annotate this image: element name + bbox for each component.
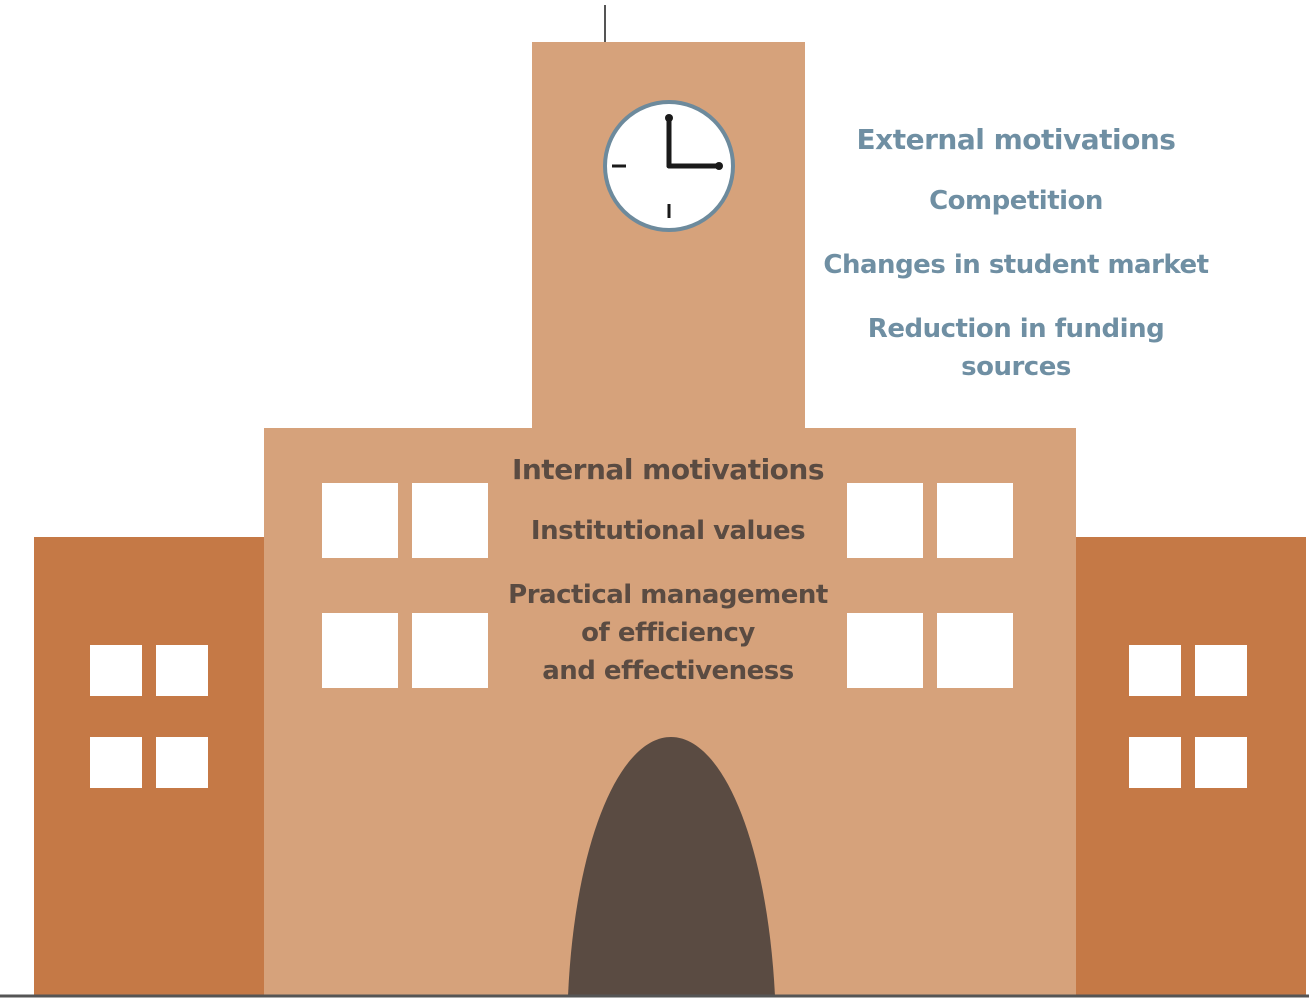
- window: [847, 613, 923, 688]
- external-motivations-heading: External motivations: [856, 123, 1176, 156]
- external-item-line: Changes in student market: [823, 250, 1209, 280]
- window: [156, 737, 208, 788]
- window: [847, 483, 923, 558]
- internal-motivations-panel: Internal motivations Institutional value…: [467, 448, 869, 716]
- external-item-line: sources: [961, 352, 1071, 382]
- window: [90, 737, 142, 788]
- right-wing: [1074, 537, 1306, 996]
- window: [937, 483, 1013, 558]
- window: [322, 613, 398, 688]
- external-item-funding: Reduction in funding sources: [820, 310, 1212, 386]
- external-item-student-market: Changes in student market: [820, 246, 1212, 284]
- window: [1195, 737, 1247, 788]
- internal-item-line: of efficiency: [581, 618, 755, 648]
- window: [90, 645, 142, 696]
- right-wing-windows: [1129, 645, 1247, 788]
- internal-item-line: Institutional values: [530, 516, 806, 546]
- window: [1129, 645, 1181, 696]
- internal-item-line: and effectiveness: [542, 656, 794, 686]
- window: [412, 483, 488, 558]
- left-wing: [34, 537, 266, 996]
- internal-item-management: Practical management of efficiency and e…: [467, 576, 869, 690]
- external-item-line: Reduction in funding: [867, 314, 1165, 344]
- arched-door-icon: [568, 737, 775, 996]
- window: [322, 483, 398, 558]
- internal-item-line: Practical management: [508, 580, 828, 610]
- window: [1195, 645, 1247, 696]
- clock-icon: [603, 100, 735, 232]
- external-motivations-panel: External motivations Competition Changes…: [820, 118, 1212, 412]
- external-item-competition: Competition: [820, 182, 1212, 220]
- main-left-windows: [322, 483, 488, 688]
- clock-hand-tip: [665, 114, 673, 122]
- internal-motivations-list: Institutional values Practical managemen…: [467, 512, 869, 690]
- window: [1129, 737, 1181, 788]
- clock-hand-tip: [715, 162, 723, 170]
- window: [937, 613, 1013, 688]
- left-wing-windows: [90, 645, 208, 788]
- external-item-line: Competition: [929, 186, 1103, 216]
- window: [156, 645, 208, 696]
- window: [412, 613, 488, 688]
- main-right-windows: [847, 483, 1013, 688]
- internal-item-values: Institutional values: [467, 512, 869, 550]
- internal-motivations-heading: Internal motivations: [511, 453, 825, 486]
- external-motivations-list: Competition Changes in student market Re…: [820, 182, 1212, 386]
